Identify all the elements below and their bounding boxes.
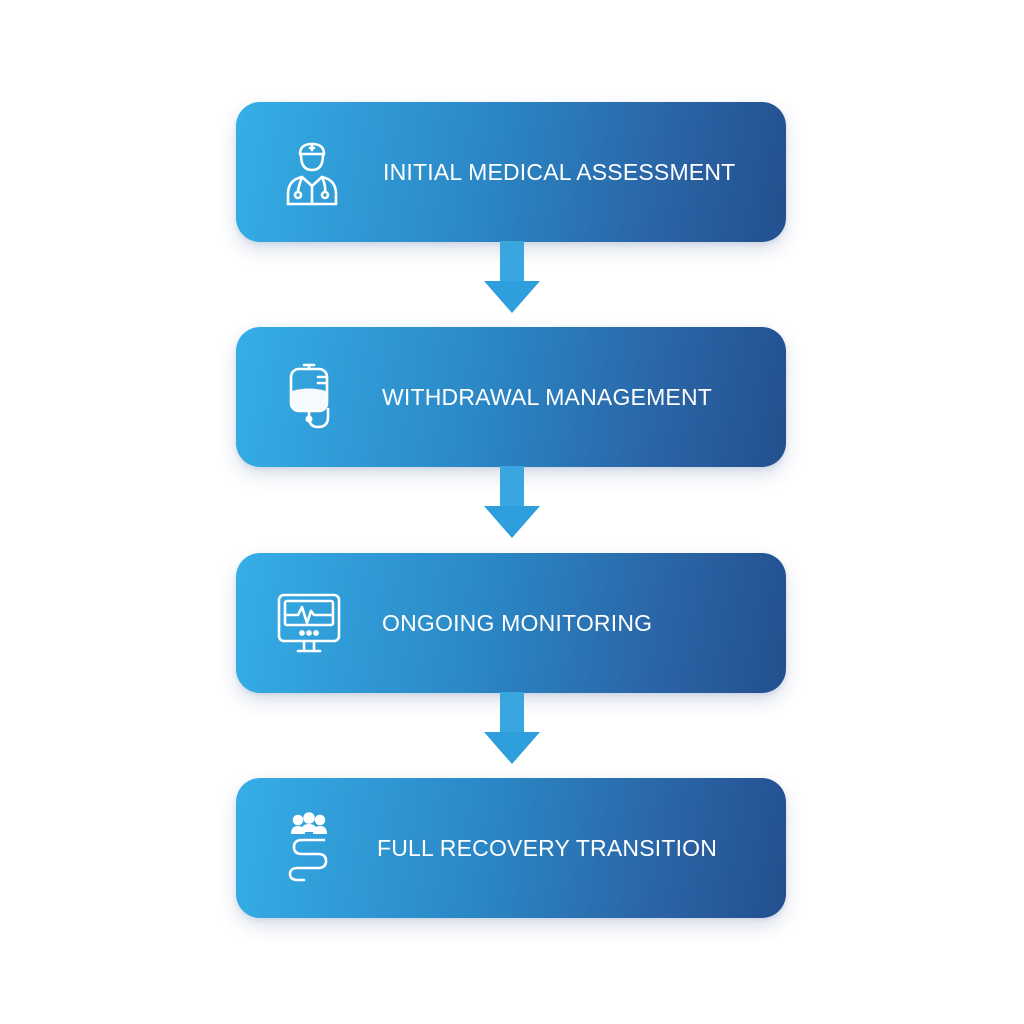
step-label: ONGOING MONITORING [382,610,653,636]
step-ongoing-monitoring: ONGOING MONITORING [236,553,786,693]
step-label: FULL RECOVERY TRANSITION [377,835,718,861]
arrow-down [482,692,542,766]
step-initial-medical-assessment: INITIAL MEDICAL ASSESSMENT [236,102,786,242]
arrow-down [482,466,542,540]
heart-monitor-icon [274,585,350,661]
step-label: WITHDRAWAL MANAGEMENT [382,384,713,410]
people-path-icon [274,810,350,886]
step-full-recovery-transition: FULL RECOVERY TRANSITION [236,778,786,918]
arrow-down [482,241,542,315]
doctor-icon [274,134,350,210]
step-label: INITIAL MEDICAL ASSESSMENT [383,159,736,185]
iv-bag-icon [274,359,350,435]
step-withdrawal-management: WITHDRAWAL MANAGEMENT [236,327,786,467]
